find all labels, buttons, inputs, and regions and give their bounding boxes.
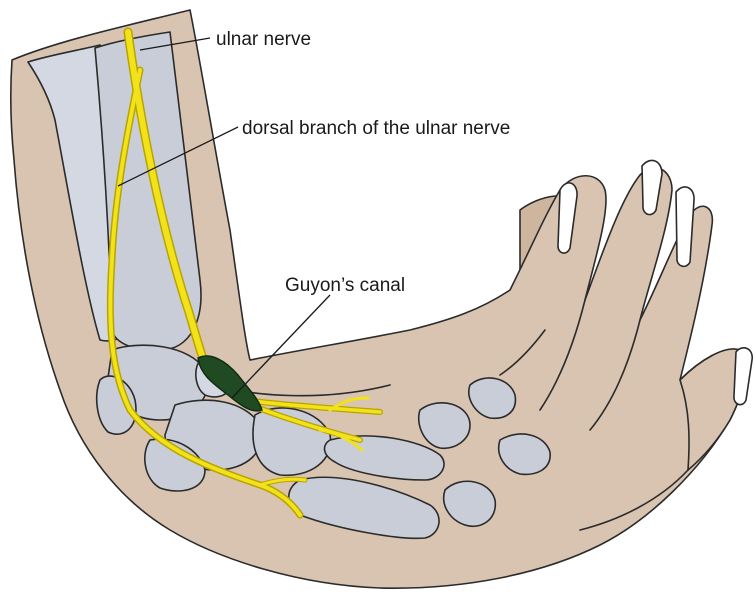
nail-4	[734, 348, 752, 405]
label-ulnar-nerve: ulnar nerve	[216, 29, 311, 50]
label-dorsal-branch: dorsal branch of the ulnar nerve	[242, 118, 510, 139]
label-guyons-canal: Guyon’s canal	[285, 275, 405, 296]
